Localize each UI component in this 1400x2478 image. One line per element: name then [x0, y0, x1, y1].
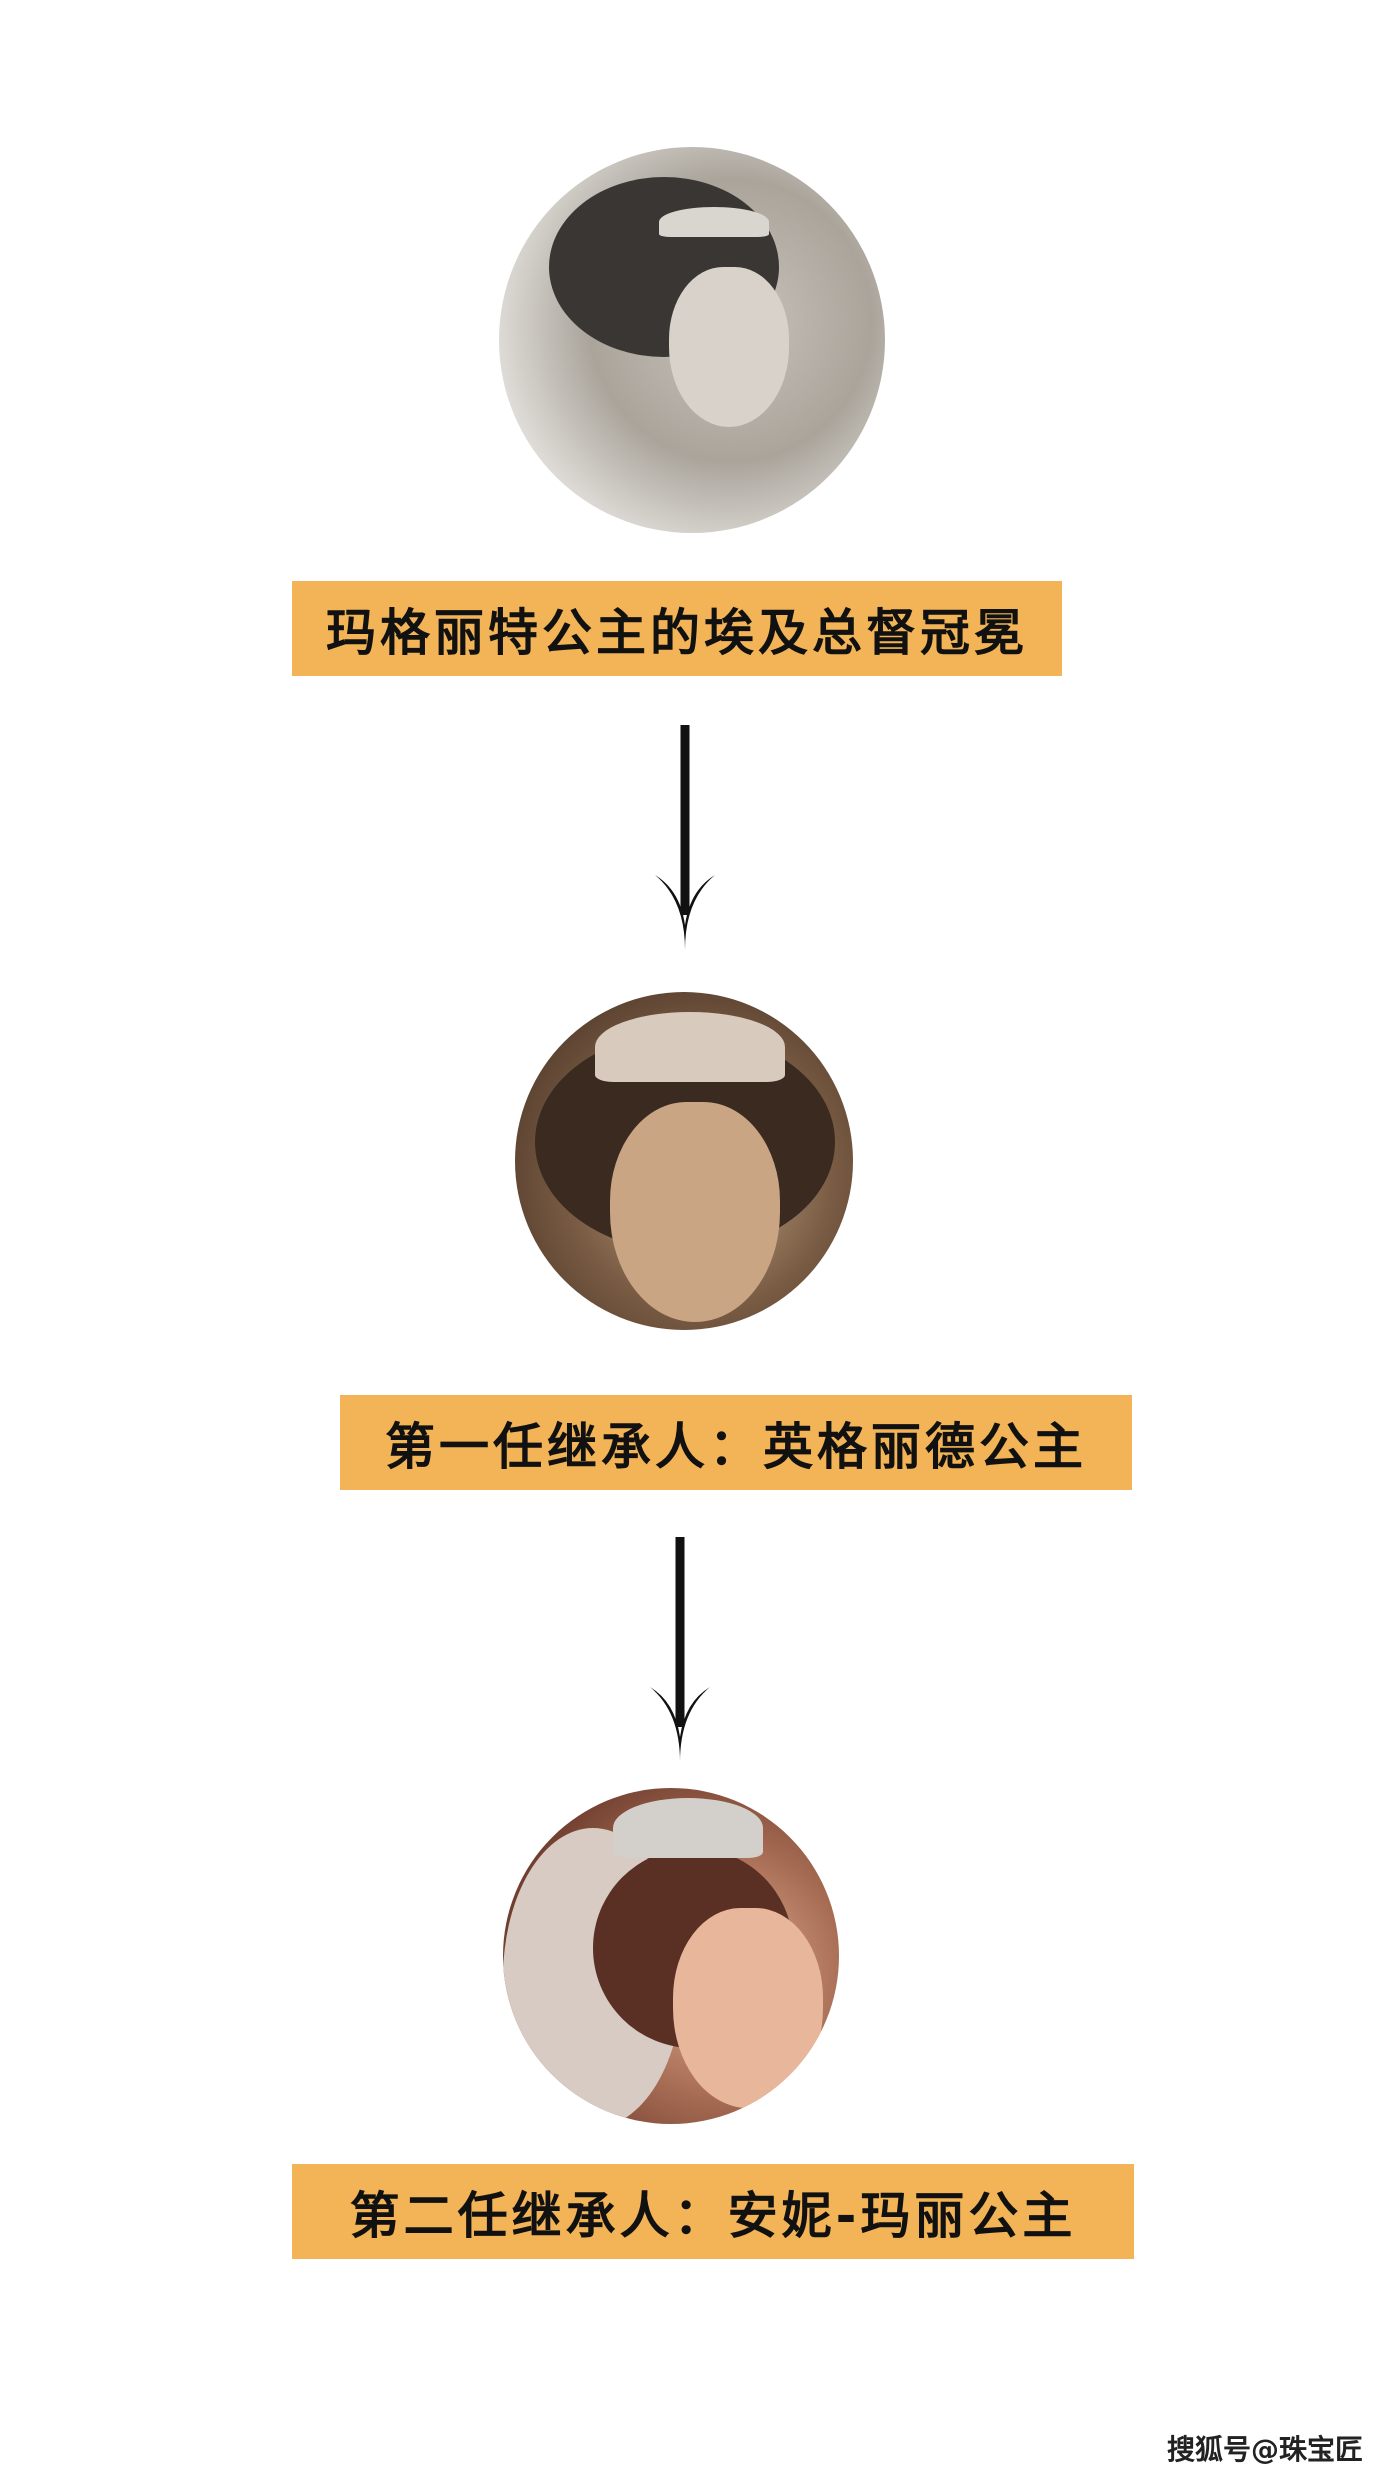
- anne-marie-portrait: [503, 1788, 839, 2124]
- node-label-margaret: 玛格丽特公主的埃及总督冠冕: [292, 581, 1062, 676]
- ingrid-portrait: [515, 992, 853, 1330]
- node-label-ingrid: 第一任继承人：英格丽德公主: [340, 1395, 1132, 1490]
- node-label-anne-marie: 第二任继承人：安妮-玛丽公主: [292, 2164, 1134, 2259]
- watermark: 搜狐号@珠宝匠: [1167, 2433, 1364, 2466]
- arrow-down-icon: [650, 1537, 710, 1762]
- margaret-portrait: [499, 147, 885, 533]
- arrow-down-icon: [655, 725, 715, 950]
